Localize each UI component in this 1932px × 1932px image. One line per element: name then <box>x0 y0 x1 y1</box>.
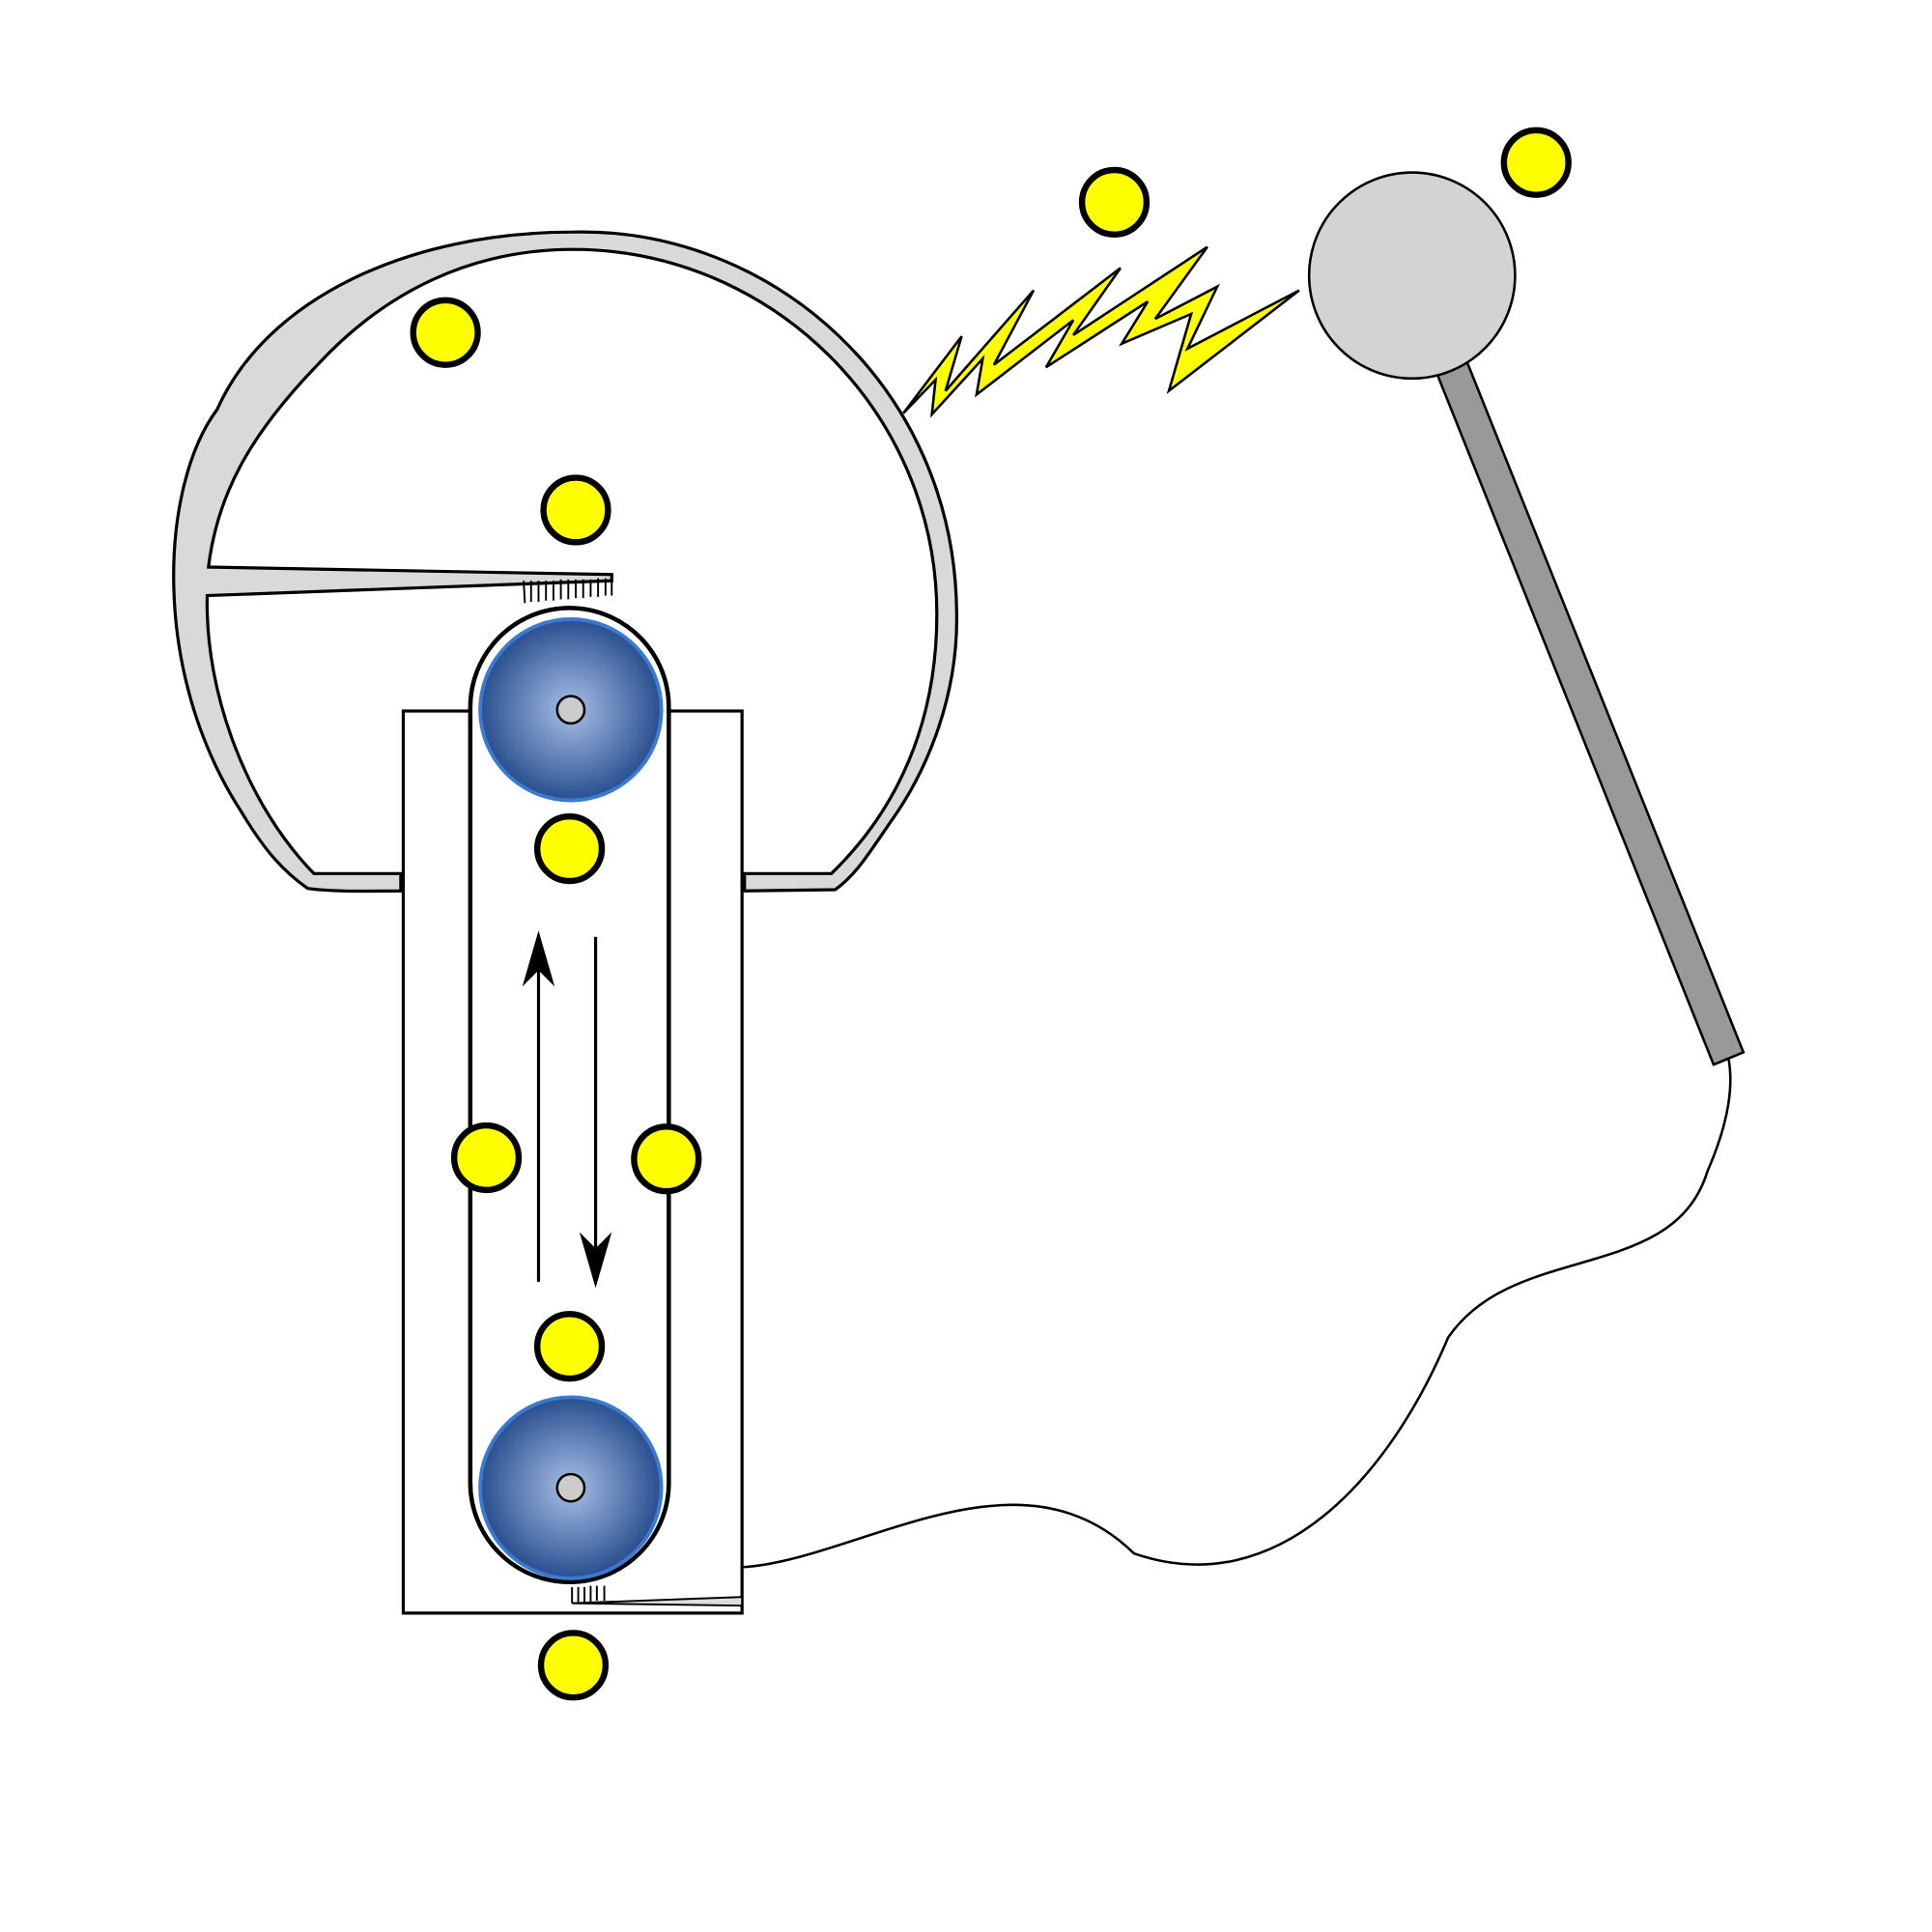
dome <box>172 230 958 894</box>
ground-wire <box>742 1058 1732 1569</box>
charge <box>1078 166 1151 238</box>
spark-icon <box>902 245 1300 418</box>
top-roller-axle <box>555 695 586 725</box>
charge <box>410 297 481 368</box>
discharge-ball <box>1307 171 1517 381</box>
discharge-rod <box>1433 353 1746 1066</box>
bottom-comb <box>571 1585 744 1607</box>
belt <box>468 606 671 1585</box>
charge <box>631 1123 702 1195</box>
arrow-up-icon <box>522 930 555 1282</box>
arrow-down-icon <box>579 936 612 1289</box>
bottom-roller-axle <box>555 1472 586 1503</box>
charge <box>450 1122 523 1194</box>
charge <box>533 813 606 885</box>
charge <box>537 1630 610 1701</box>
top-comb-bristles <box>523 578 613 604</box>
charge <box>533 1311 606 1382</box>
charge <box>1500 127 1572 198</box>
charges <box>410 127 1572 1701</box>
charge <box>540 474 611 546</box>
